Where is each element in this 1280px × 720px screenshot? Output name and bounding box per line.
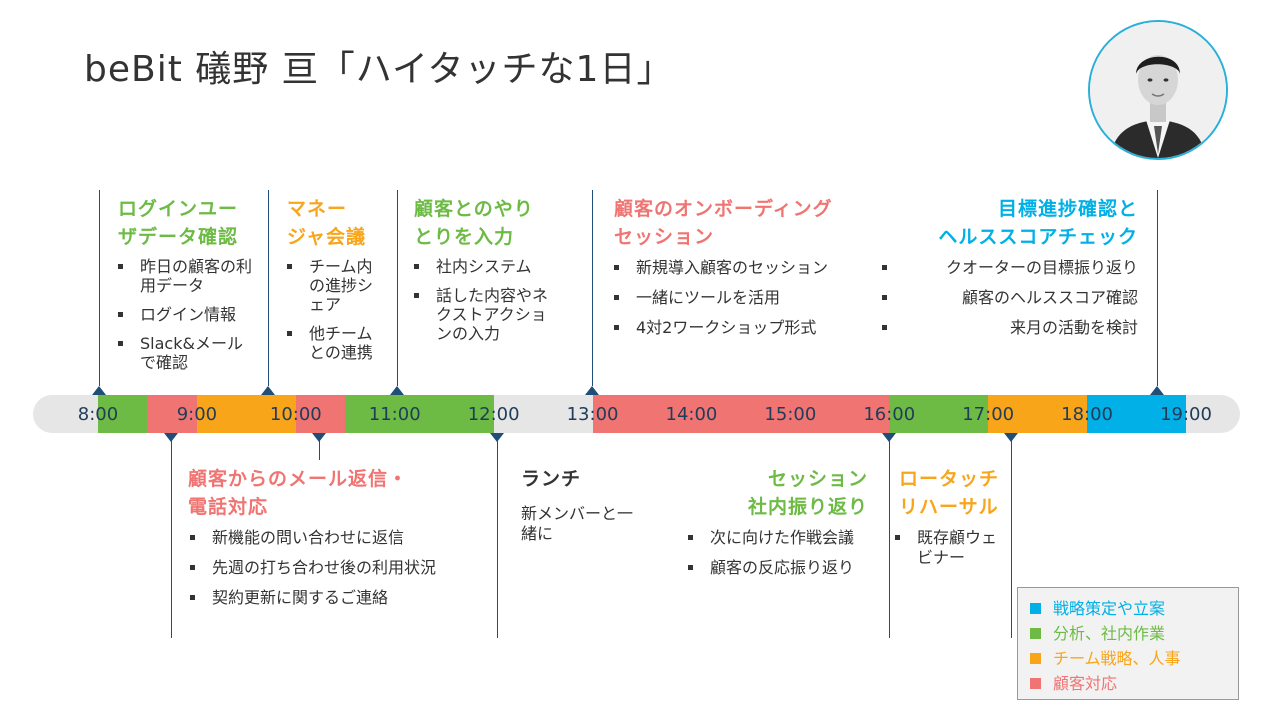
legend-swatch (1030, 603, 1041, 614)
event-heading: ロータッチリハーサル (899, 468, 1000, 518)
time-tick-label: 17:00 (962, 404, 1015, 425)
connector-line-bottom (1011, 440, 1012, 638)
legend: 戦略策定や立案 分析、社内作業 チーム戦略、人事 顧客対応 (1017, 587, 1239, 700)
event-heading: ログインユーザデータ確認 (118, 198, 239, 248)
legend-item: 戦略策定や立案 (1030, 596, 1226, 621)
time-tick-label: 13:00 (566, 404, 619, 425)
list-item: 新機能の問い合わせに返信 (186, 528, 486, 548)
list-item: 4対2ワークショップ形式 (610, 318, 870, 338)
arrow-down-icon (490, 433, 504, 442)
profile-photo (1088, 20, 1228, 160)
arrow-down-icon (164, 433, 178, 442)
event-list: 既存顧ウェビナー (891, 528, 1011, 578)
connector-line-top (1157, 190, 1158, 386)
arrow-up-icon (261, 386, 275, 395)
time-tick-label: 9:00 (176, 404, 218, 425)
time-tick-label: 12:00 (467, 404, 520, 425)
time-tick-label: 8:00 (77, 404, 119, 425)
time-tick-label: 19:00 (1160, 404, 1212, 425)
connector-line-bottom (889, 440, 890, 638)
timeline-segment-red (295, 395, 346, 433)
connector-line-top (268, 190, 269, 386)
event-list: 社内システム話した内容やネクストアクションの入力 (410, 257, 550, 353)
list-item: 昨日の顧客の利用データ (114, 257, 254, 295)
connector-line-bottom (497, 440, 498, 638)
connector-line-top (99, 190, 100, 386)
list-item: 話した内容やネクストアクションの入力 (410, 286, 550, 343)
list-item: 他チームとの連携 (283, 324, 383, 362)
arrow-up-icon (390, 386, 404, 395)
event-list: クオーターの目標振り返り顧客のヘルススコア確認来月の活動を検討 (878, 258, 1138, 348)
list-item: 社内システム (410, 257, 550, 276)
timeline-segment-green (345, 395, 494, 433)
legend-swatch (1030, 678, 1041, 689)
event-heading: 目標進捗確認とヘルススコアチェック (938, 198, 1138, 248)
arrow-up-icon (585, 386, 599, 395)
timeline-segment-green (98, 395, 148, 433)
event-list: 新規導入顧客のセッション一緒にツールを活用 4対2ワークショップ形式 (610, 258, 870, 348)
event-heading: 顧客のオンボーディングセッション (614, 198, 833, 248)
time-tick-label: 10:00 (269, 404, 322, 425)
event-heading: マネージャ会議 (287, 198, 367, 248)
list-item: 顧客の反応振り返り (684, 558, 884, 578)
list-item: Slack&メールで確認 (114, 334, 254, 372)
legend-swatch (1030, 628, 1041, 639)
legend-label: 戦略策定や立案 (1053, 599, 1166, 618)
event-list: 昨日の顧客の利用データログイン情報 Slack&メールで確認 (114, 257, 254, 382)
connector-line-top (592, 190, 593, 386)
legend-item: 顧客対応 (1030, 671, 1226, 696)
legend-swatch (1030, 653, 1041, 664)
time-tick-label: 18:00 (1061, 404, 1114, 425)
legend-label: 顧客対応 (1053, 674, 1118, 693)
event-list: 次に向けた作戦会議顧客の反応振り返り (684, 528, 884, 588)
connector-line-top (397, 190, 398, 386)
time-tick-label: 16:00 (863, 404, 916, 425)
legend-label: チーム戦略、人事 (1053, 649, 1181, 668)
time-tick-label: 14:00 (665, 404, 718, 425)
event-heading: ランチ (521, 468, 582, 490)
list-item: クオーターの目標振り返り (878, 258, 1138, 278)
arrow-down-icon (882, 433, 896, 442)
timeline-segment-green (889, 395, 989, 433)
list-item: 既存顧ウェビナー (891, 528, 1011, 568)
legend-item: チーム戦略、人事 (1030, 646, 1226, 671)
legend-item: 分析、社内作業 (1030, 621, 1226, 646)
list-item: 来月の活動を検討 (878, 318, 1138, 338)
event-list: 新機能の問い合わせに返信先週の打ち合わせ後の利用状況契約更新に関するご連絡 (186, 528, 486, 618)
time-tick-label: 15:00 (764, 404, 817, 425)
timeline-segment-orange (196, 395, 296, 433)
timeline-segment-blue (1087, 395, 1186, 433)
connector-line-bottom (319, 440, 320, 460)
page-title: beBit 礒野 亘「ハイタッチな1日」 (84, 49, 674, 90)
timeline-segment-red (147, 395, 197, 433)
event-heading: セッション社内振り返り (747, 468, 868, 518)
arrow-up-icon (1150, 386, 1164, 395)
time-tick-label: 11:00 (368, 404, 421, 425)
event-heading: 顧客とのやりとりを入力 (414, 198, 534, 248)
arrow-down-icon (312, 433, 326, 442)
connector-line-bottom (171, 440, 172, 638)
list-item: 契約更新に関するご連絡 (186, 588, 486, 608)
person-photo-icon (1090, 22, 1226, 158)
arrow-down-icon (1004, 433, 1018, 442)
legend-label: 分析、社内作業 (1053, 624, 1166, 643)
list-item: ログイン情報 (114, 305, 254, 324)
list-item: 新規導入顧客のセッション (610, 258, 870, 278)
list-item: 先週の打ち合わせ後の利用状況 (186, 558, 486, 578)
arrow-up-icon (92, 386, 106, 395)
timeline-segment-red (592, 395, 890, 433)
list-item: 顧客のヘルススコア確認 (878, 288, 1138, 308)
list-item: 次に向けた作戦会議 (684, 528, 884, 548)
event-list: チーム内の進捗シェア他チームとの連携 (283, 257, 383, 372)
list-item: 一緒にツールを活用 (610, 288, 870, 308)
timeline-segment-orange (988, 395, 1088, 433)
event-text: 新メンバーと一緒に (521, 504, 634, 543)
list-item: チーム内の進捗シェア (283, 257, 383, 314)
event-heading: 顧客からのメール返信・電話対応 (188, 468, 409, 518)
